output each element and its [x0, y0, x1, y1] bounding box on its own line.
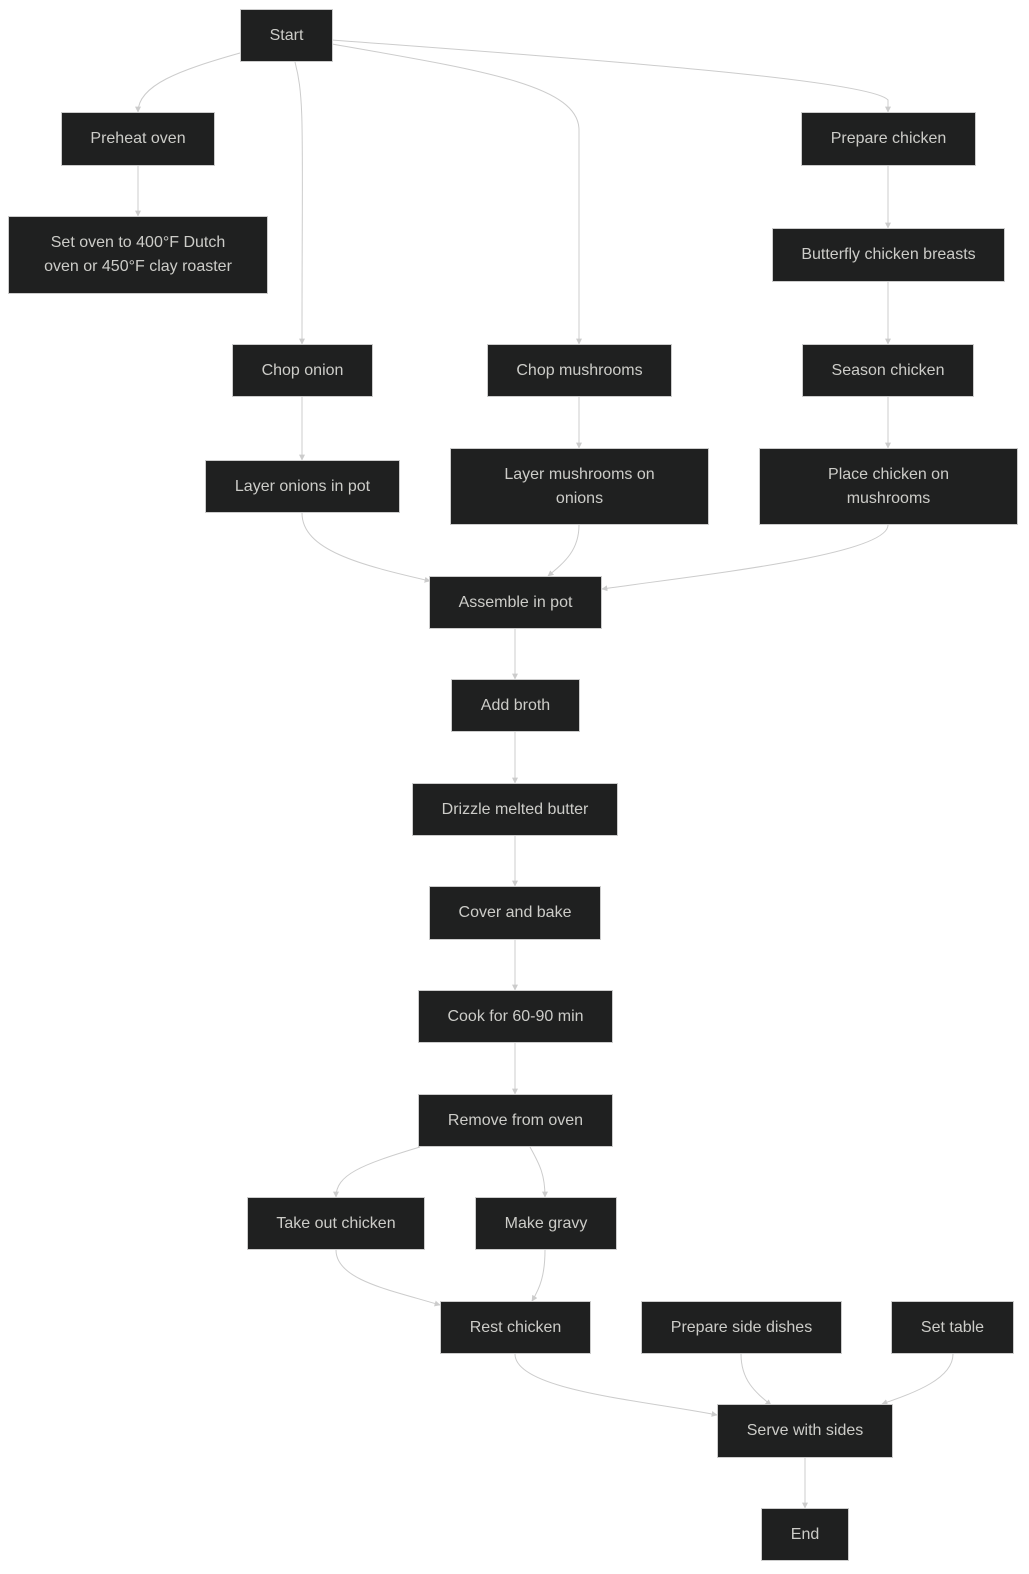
node-take-out-chicken[interactable]: Take out chicken: [247, 1197, 425, 1250]
node-assemble-pot[interactable]: Assemble in pot: [429, 576, 602, 629]
node-cook-time-label: Cook for 60-90 min: [447, 1007, 584, 1025]
node-take-out-chicken-label: Take out chicken: [276, 1214, 396, 1232]
node-chop-mushrooms[interactable]: Chop mushrooms: [487, 344, 672, 397]
node-assemble-pot-label: Assemble in pot: [458, 593, 573, 611]
node-chop-onion-label: Chop onion: [261, 361, 344, 379]
edge-remove-oven-to-make-gravy: [529, 1146, 548, 1198]
edge-make-gravy-to-rest-chicken: [531, 1249, 546, 1302]
edge-place-chicken-to-assemble: [601, 524, 889, 592]
node-chop-onion[interactable]: Chop onion: [232, 344, 373, 397]
node-prepare-chicken[interactable]: Prepare chicken: [801, 112, 976, 166]
node-butterfly-chicken[interactable]: Butterfly chicken breasts: [772, 228, 1005, 282]
edge-layer-onions-to-assemble: [301, 512, 431, 583]
edge-prepare-sides-to-serve: [740, 1353, 772, 1406]
node-chop-mushrooms-label: Chop mushrooms: [516, 361, 643, 379]
node-set-oven-label: Set oven to 400°F Dutch oven or 450°F cl…: [44, 234, 232, 275]
edge-layer-mushrooms-to-assemble: [547, 524, 580, 577]
node-place-chicken[interactable]: Place chicken on mushrooms: [759, 448, 1018, 525]
node-preheat-oven[interactable]: Preheat oven: [61, 112, 215, 166]
node-set-oven[interactable]: Set oven to 400°F Dutch oven or 450°F cl…: [8, 216, 268, 294]
edge-take-out-chicken-to-rest-chicken: [335, 1249, 441, 1307]
node-cover-bake-label: Cover and bake: [458, 904, 572, 921]
node-start[interactable]: Start: [240, 9, 333, 62]
node-layer-onions-label: Layer onions in pot: [234, 477, 371, 495]
node-layer-mushrooms-label: Layer mushrooms on onions: [504, 465, 655, 507]
node-end[interactable]: End: [761, 1508, 849, 1561]
node-remove-oven[interactable]: Remove from oven: [418, 1094, 613, 1147]
node-set-table[interactable]: Set table: [891, 1301, 1014, 1354]
node-rest-chicken-label: Rest chicken: [469, 1318, 562, 1336]
edge-set-table-to-serve: [881, 1353, 954, 1406]
edge-start-to-chop-mushrooms: [331, 43, 582, 345]
node-cover-bake[interactable]: Cover and bake: [429, 886, 601, 940]
node-rest-chicken[interactable]: Rest chicken: [440, 1301, 591, 1354]
node-place-chicken-label: Place chicken on mushrooms: [828, 465, 949, 507]
node-layer-onions[interactable]: Layer onions in pot: [205, 460, 400, 513]
node-set-table-label: Set table: [920, 1318, 985, 1336]
node-remove-oven-label: Remove from oven: [447, 1111, 584, 1129]
node-season-chicken-label: Season chicken: [831, 361, 945, 379]
node-butterfly-chicken-label: Butterfly chicken breasts: [801, 246, 976, 263]
edge-start-to-preheat-oven: [135, 52, 241, 113]
edge-remove-oven-to-take-out-chicken: [333, 1146, 421, 1198]
node-make-gravy-label: Make gravy: [504, 1214, 588, 1232]
node-make-gravy[interactable]: Make gravy: [475, 1197, 617, 1250]
node-cook-time[interactable]: Cook for 60-90 min: [418, 990, 613, 1043]
node-end-label: End: [790, 1525, 820, 1543]
edge-start-to-prepare-chicken: [331, 39, 891, 113]
edge-rest-chicken-to-serve: [514, 1353, 718, 1417]
node-season-chicken[interactable]: Season chicken: [802, 344, 974, 397]
node-add-broth-label: Add broth: [480, 696, 551, 714]
edge-start-to-chop-onion: [294, 61, 306, 345]
node-add-broth[interactable]: Add broth: [451, 679, 580, 732]
node-prepare-chicken-label: Prepare chicken: [830, 130, 947, 147]
node-serve-label: Serve with sides: [746, 1422, 864, 1439]
node-serve[interactable]: Serve with sides: [717, 1404, 893, 1458]
node-start-label: Start: [269, 26, 304, 44]
node-preheat-oven-label: Preheat oven: [90, 130, 186, 147]
node-drizzle-butter-label: Drizzle melted butter: [441, 800, 589, 818]
node-prepare-sides-label: Prepare side dishes: [670, 1318, 813, 1336]
node-drizzle-butter[interactable]: Drizzle melted butter: [412, 783, 618, 836]
node-layer-mushrooms[interactable]: Layer mushrooms on onions: [450, 448, 709, 525]
node-prepare-sides[interactable]: Prepare side dishes: [641, 1301, 842, 1354]
